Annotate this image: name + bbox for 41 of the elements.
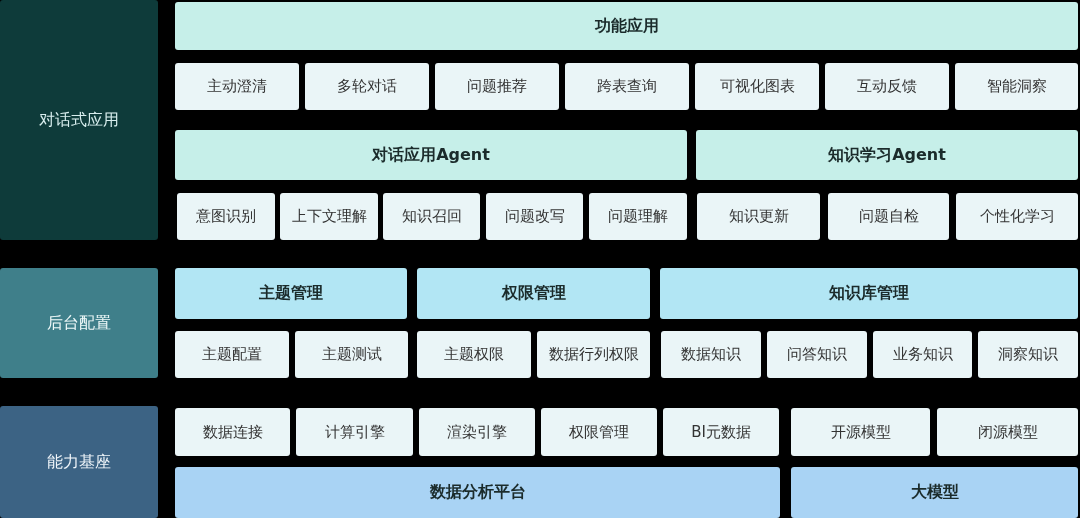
module-box: 上下文理解 — [280, 193, 378, 240]
layer-band: 对话式应用 — [0, 0, 158, 240]
module-box: 问题推荐 — [435, 63, 559, 110]
module-box: 权限管理 — [541, 408, 657, 456]
module-box: 数据知识 — [661, 331, 761, 378]
header-bar: 知识学习Agent — [696, 130, 1078, 180]
module-box: 闭源模型 — [937, 408, 1078, 456]
module-box: 多轮对话 — [305, 63, 429, 110]
header-bar: 知识库管理 — [660, 268, 1078, 319]
header-bar: 主题管理 — [175, 268, 407, 319]
module-box: 知识召回 — [383, 193, 480, 240]
layer-band: 后台配置 — [0, 268, 158, 378]
module-box: 主题权限 — [417, 331, 531, 378]
module-box: 问题自检 — [828, 193, 949, 240]
module-box: 智能洞察 — [955, 63, 1078, 110]
module-box: 渲染引擎 — [419, 408, 535, 456]
header-bar: 权限管理 — [417, 268, 650, 319]
header-bar: 大模型 — [791, 467, 1078, 518]
module-box: 意图识别 — [177, 193, 275, 240]
module-box: 跨表查询 — [565, 63, 689, 110]
module-box: 业务知识 — [873, 331, 972, 378]
header-bar: 对话应用Agent — [175, 130, 687, 180]
module-box: 可视化图表 — [695, 63, 819, 110]
layer-band: 能力基座 — [0, 406, 158, 518]
module-box: 知识更新 — [697, 193, 820, 240]
module-box: 问答知识 — [767, 331, 867, 378]
module-box: 个性化学习 — [956, 193, 1078, 240]
module-box: BI元数据 — [663, 408, 779, 456]
module-box: 洞察知识 — [978, 331, 1078, 378]
header-bar: 功能应用 — [175, 2, 1078, 50]
module-box: 互动反馈 — [825, 63, 949, 110]
module-box: 主题配置 — [175, 331, 289, 378]
module-box: 主题测试 — [295, 331, 408, 378]
module-box: 计算引擎 — [296, 408, 413, 456]
module-box: 主动澄清 — [175, 63, 299, 110]
header-bar: 数据分析平台 — [175, 467, 780, 518]
module-box: 数据行列权限 — [537, 331, 650, 378]
module-box: 数据连接 — [175, 408, 290, 456]
module-box: 问题改写 — [486, 193, 583, 240]
module-box: 问题理解 — [589, 193, 687, 240]
module-box: 开源模型 — [791, 408, 930, 456]
